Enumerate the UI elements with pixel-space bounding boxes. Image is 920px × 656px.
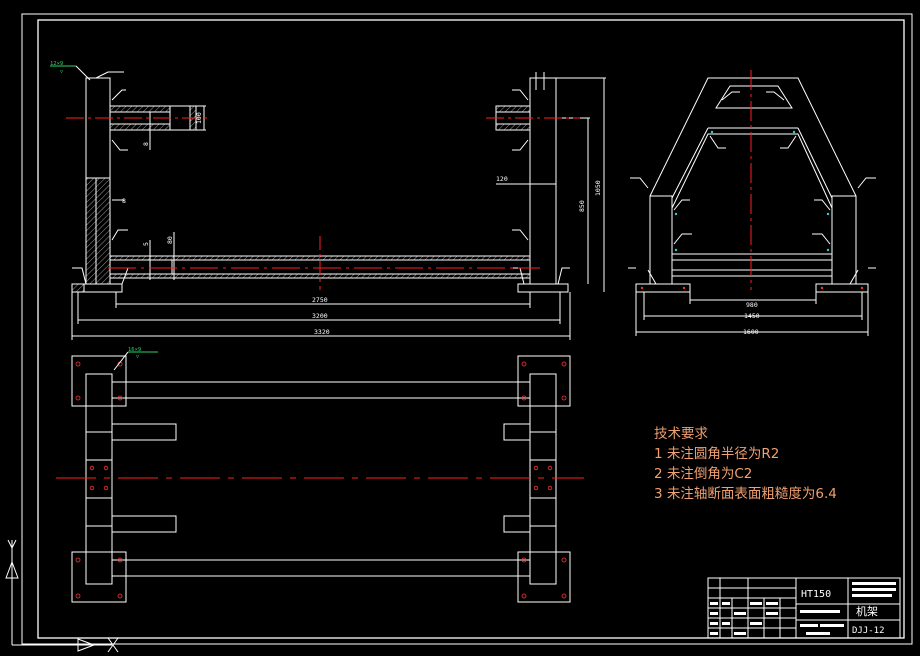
dim-1050: 1050	[594, 180, 602, 196]
plate-top-left	[71, 355, 127, 407]
dim-5: 5	[142, 242, 150, 246]
weld-symbol-top: 16×9 ▽	[113, 347, 158, 371]
title-material: HT150	[801, 589, 831, 600]
title-drawing-no: DJJ-12	[852, 626, 885, 636]
dim-120: 120	[496, 175, 508, 183]
dim-100: 100	[195, 112, 203, 124]
svg-text:▽: ▽	[136, 354, 139, 360]
plate-top-right	[517, 355, 571, 407]
outer-border	[21, 13, 913, 645]
side-view-cyan-marks	[674, 130, 830, 252]
dim-8b: 8	[122, 197, 126, 205]
left-column	[85, 373, 113, 585]
dim-2750: 2750	[312, 296, 328, 304]
bottom-rail	[111, 559, 531, 577]
front-view	[71, 72, 606, 340]
title-part-name: 机架	[856, 604, 878, 618]
dim-980: 980	[746, 301, 758, 309]
right-column	[529, 373, 557, 585]
requirements-title: 技术要求	[654, 426, 708, 442]
side-view-dim-labels: 980 1450 1600	[743, 301, 760, 336]
front-view-centerlines	[66, 117, 580, 290]
dim-8a: 8	[142, 142, 150, 146]
plate-bottom-right	[517, 551, 571, 603]
dim-850: 850	[578, 200, 586, 212]
plate-bottom-left	[71, 551, 127, 603]
requirement-item-2: 2 未注倒角为C2	[654, 466, 753, 482]
front-view-dim-labels: 2750 3200 3320 120 850 1050 100 80 8 8 5	[122, 112, 602, 336]
inner-border	[37, 19, 905, 639]
svg-text:12×9: 12×9	[50, 61, 63, 67]
dim-3320: 3320	[314, 328, 330, 336]
top-rail	[111, 381, 531, 399]
dim-80: 80	[166, 236, 174, 244]
dim-1600: 1600	[743, 328, 759, 336]
weld-symbol-front: 12×9 ▽	[50, 61, 91, 81]
title-block-fill-marks	[710, 582, 896, 635]
svg-text:▽: ▽	[60, 69, 63, 75]
requirement-item-3: 3 未注轴断面表面粗糙度为6.4	[654, 486, 837, 502]
right-upright	[529, 77, 557, 285]
side-view-weld-marks	[628, 91, 876, 285]
requirement-item-1: 1 未注圆角半径为R2	[654, 446, 780, 462]
technical-requirements: 技术要求 1 未注圆角半径为R2 2 未注倒角为C2 3 未注轴断面表面粗糙度为…	[654, 424, 837, 504]
side-view-red-marks	[640, 286, 864, 290]
dim-3200: 3200	[312, 312, 328, 320]
dim-1450: 1450	[744, 312, 760, 320]
title-block	[707, 577, 901, 639]
top-view-bolt-holes	[75, 361, 567, 599]
top-view	[71, 355, 571, 603]
side-view	[635, 77, 869, 336]
left-upright-section	[85, 177, 111, 285]
ucs-icon	[5, 539, 119, 653]
right-base-plate	[517, 283, 569, 293]
svg-text:16×9: 16×9	[128, 347, 141, 353]
